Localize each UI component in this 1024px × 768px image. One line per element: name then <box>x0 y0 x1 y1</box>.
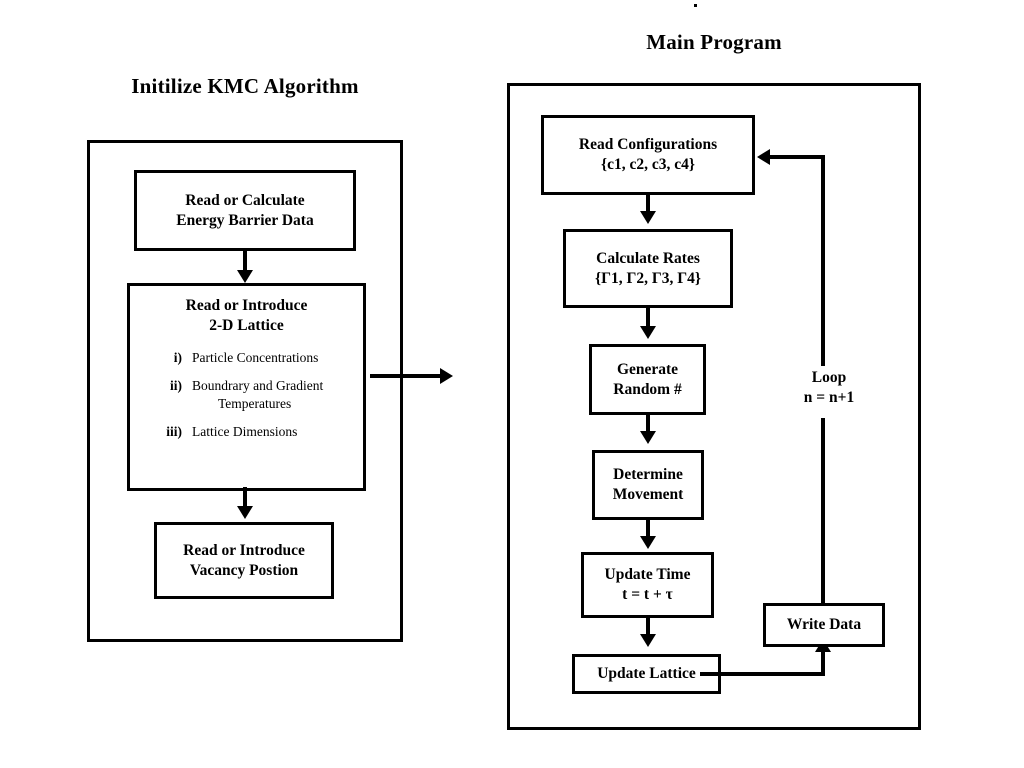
node-line-1: Read or Introduce <box>183 541 305 559</box>
node-line-2: 2-D Lattice <box>209 316 284 334</box>
arrowhead-rates-to-random <box>640 326 656 339</box>
node-line-1: Calculate Rates <box>596 249 700 267</box>
connector-lattice-to-write-riser <box>821 650 825 674</box>
arrowhead-energy-to-lattice <box>237 270 253 283</box>
left-panel-title: Initilize KMC Algorithm <box>131 74 359 98</box>
arrowhead-time-to-lattice <box>640 634 656 647</box>
loop-label-line-2: n = n+1 <box>803 389 855 407</box>
loop-line-lower <box>821 418 825 605</box>
list-item-marker: i) <box>173 349 182 365</box>
arrowhead-loop-to-config <box>757 149 770 165</box>
list-item-label-cont: Temperatures <box>218 395 292 411</box>
node-line-2: {c1, c2, c3, c4} <box>601 156 695 173</box>
connector-time-to-lattice <box>646 618 650 640</box>
right-panel-title: Main Program <box>646 30 782 54</box>
node-line-1: Read or Introduce <box>185 297 308 314</box>
list-item-label: Boundrary and Gradient <box>192 378 324 394</box>
stray-mark <box>694 4 697 7</box>
arrowhead-random-to-movement <box>640 431 656 444</box>
connector-lattice-to-write <box>700 672 825 676</box>
connector-lattice-to-vacancy <box>243 487 247 512</box>
node-line-1: Determine <box>613 466 683 484</box>
node-line-1: Generate <box>616 360 679 378</box>
node-read-configurations[interactable]: Read Configurations {c1, c2, c3, c4} <box>541 115 755 195</box>
initialize-panel <box>87 140 403 642</box>
list-item: ii) Boundrary and Gradient Temperatures <box>134 377 359 412</box>
node-calculate-rates[interactable]: Calculate Rates {Γ1, Γ2, Γ3, Γ4} <box>563 229 733 308</box>
node-read-vacancy[interactable]: Read or Introduce Vacancy Postion <box>154 522 334 599</box>
node-line-1: Update Lattice <box>597 665 696 683</box>
lattice-parameter-list: i) Particle Concentrations ii) Boundrary… <box>134 349 359 441</box>
node-line-2: Movement <box>612 486 684 503</box>
loop-line-upper <box>821 157 825 368</box>
arrowhead-lattice-to-vacancy <box>237 506 253 519</box>
node-line-2: Energy Barrier Data <box>176 211 314 229</box>
connector-initialize-to-main <box>370 374 442 378</box>
node-line-2: {Γ1, Γ2, Γ3, Γ4} <box>595 269 701 287</box>
node-line-1: Read or Calculate <box>185 191 305 209</box>
connector-movement-to-time <box>646 520 650 542</box>
arrowhead-initialize-to-main <box>440 368 453 384</box>
loop-label-line-1: Loop <box>811 369 847 386</box>
arrowhead-movement-to-time <box>640 536 656 549</box>
connector-energy-to-lattice <box>243 251 247 276</box>
arrowhead-config-to-rates <box>640 211 656 224</box>
list-item-label: Particle Concentrations <box>192 349 319 365</box>
main-program-panel <box>507 83 921 730</box>
node-line-2: Random # <box>613 380 682 398</box>
loop-label: Loop n = n+1 <box>783 366 875 411</box>
node-update-lattice[interactable]: Update Lattice <box>572 654 721 694</box>
connector-random-to-movement <box>646 415 650 437</box>
node-line-1: Read Configurations <box>578 136 718 154</box>
node-generate-random[interactable]: Generate Random # <box>589 344 706 415</box>
node-determine-movement[interactable]: Determine Movement <box>592 450 704 520</box>
list-item-label: Lattice Dimensions <box>192 424 298 440</box>
connector-rates-to-random <box>646 308 650 332</box>
node-line-1: Update Time <box>604 566 691 584</box>
loop-line-horizontal <box>770 155 825 159</box>
node-line-2: t = t + τ <box>622 586 673 603</box>
connector-config-to-rates <box>646 195 650 217</box>
list-item: iii) Lattice Dimensions <box>134 423 359 441</box>
node-read-lattice[interactable]: Read or Introduce 2-D Lattice i) Particl… <box>127 283 366 491</box>
node-line-1: Write Data <box>786 616 862 634</box>
node-line-2: Vacancy Postion <box>189 561 299 579</box>
list-item-marker: iii) <box>166 424 182 440</box>
list-item: i) Particle Concentrations <box>134 349 359 367</box>
node-write-data[interactable]: Write Data <box>763 603 885 647</box>
node-read-energy-barrier[interactable]: Read or Calculate Energy Barrier Data <box>134 170 356 251</box>
list-item-marker: ii) <box>170 378 182 394</box>
node-update-time[interactable]: Update Time t = t + τ <box>581 552 714 618</box>
